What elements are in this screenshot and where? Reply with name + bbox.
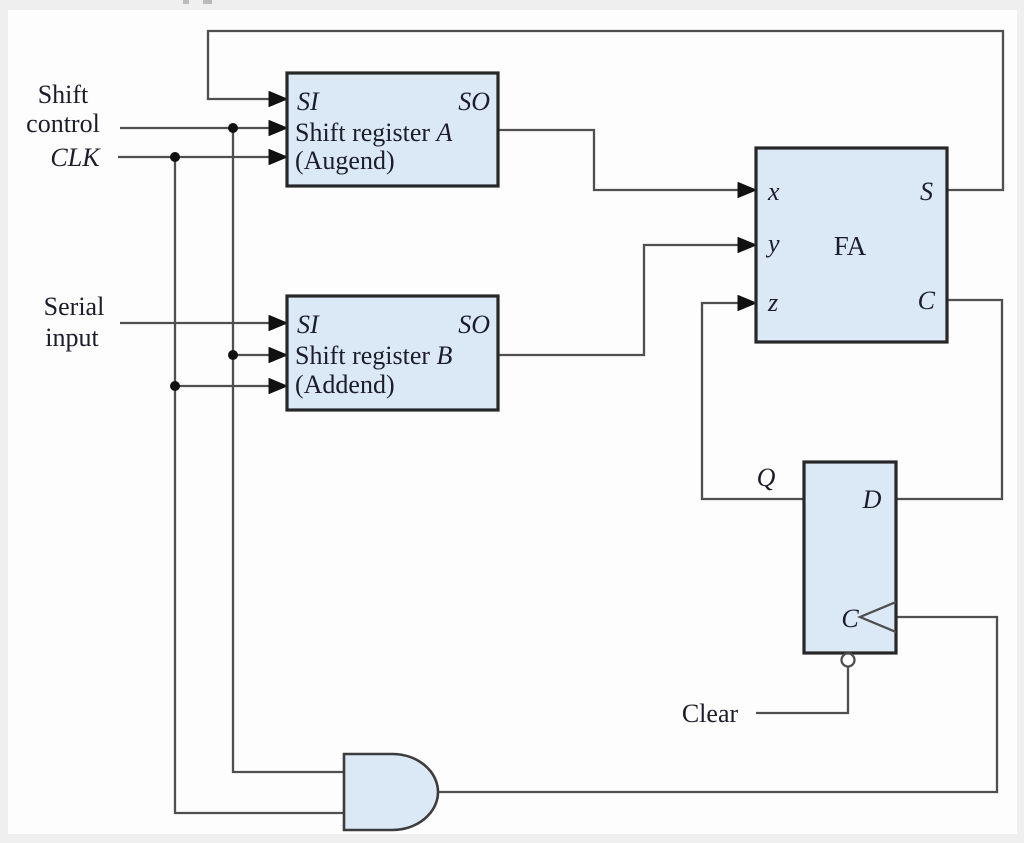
shift-register-b-box (285, 294, 500, 412)
fa-input-x-label: x (767, 177, 780, 206)
fa-input-z-label: z (767, 288, 778, 317)
arrowhead-icon (737, 295, 757, 311)
wire-clk-branch (173, 157, 344, 815)
register-b-name: Shift register B (295, 341, 453, 370)
fa-input-y-label: y (765, 229, 780, 258)
arrowhead-icon (268, 120, 288, 136)
shift-register-a-block: SI SO Shift register A (Augend) (285, 71, 500, 188)
shift-register-a-box (285, 71, 500, 188)
shift-control-label-line1: Shift (38, 80, 89, 109)
fa-output-s-label: S (920, 177, 933, 206)
wire-q-to-z (700, 301, 804, 501)
shift-control-label-line2: control (26, 109, 100, 138)
wire-carry-to-d (896, 298, 1004, 501)
fa-name-label: FA (834, 231, 867, 261)
cropped-caption-artifact (183, 0, 189, 4)
arrowhead-icon (268, 91, 288, 107)
d-flip-flop-box (802, 460, 898, 655)
register-a-name: Shift register A (295, 118, 453, 147)
wire-so-a-to-x (498, 128, 741, 192)
arrowhead-icon (268, 378, 288, 394)
register-a-subtitle: (Augend) (295, 146, 395, 175)
serial-input-label-line2: input (45, 323, 99, 352)
arrowhead-icon (737, 237, 757, 253)
wire-shift-control-branch (231, 128, 344, 774)
junction-dot (228, 350, 238, 360)
register-b-si-label: SI (297, 310, 320, 339)
wire-sum-feedback (206, 29, 1005, 192)
fa-output-c-label: C (918, 286, 936, 315)
full-adder-block: x y z FA S C (754, 146, 949, 344)
ff-input-d-label: D (862, 485, 882, 514)
cropped-caption-artifact (203, 0, 212, 4)
diagram-background (8, 10, 1017, 834)
serial-input-label-line1: Serial (44, 292, 105, 321)
shift-register-b-block: SI SO Shift register B (Addend) (285, 294, 500, 412)
ff-clock-label: C (841, 604, 859, 633)
ff-output-q-label: Q (757, 463, 776, 492)
and-gate (342, 752, 440, 832)
arrowhead-icon (268, 315, 288, 331)
arrowhead-icon (268, 347, 288, 363)
wire-clear (756, 667, 850, 715)
register-a-so-label: SO (458, 87, 490, 116)
wire-so-b-to-y (498, 243, 741, 357)
arrowhead-icon (737, 182, 757, 198)
register-b-so-label: SO (458, 310, 490, 339)
wire-and-to-clock (438, 615, 999, 794)
junction-dot (170, 381, 180, 391)
clear-bubble-icon (840, 652, 856, 668)
arrowhead-icon (268, 149, 288, 165)
junction-dot (170, 152, 180, 162)
register-b-subtitle: (Addend) (295, 370, 395, 399)
clk-label: CLK (50, 143, 101, 172)
d-flip-flop-block: D C (802, 460, 898, 668)
clear-label: Clear (682, 699, 739, 728)
junction-dot (228, 123, 238, 133)
register-a-si-label: SI (297, 87, 320, 116)
full-adder-box (754, 146, 949, 344)
clock-edge-triangle-icon (857, 600, 897, 634)
